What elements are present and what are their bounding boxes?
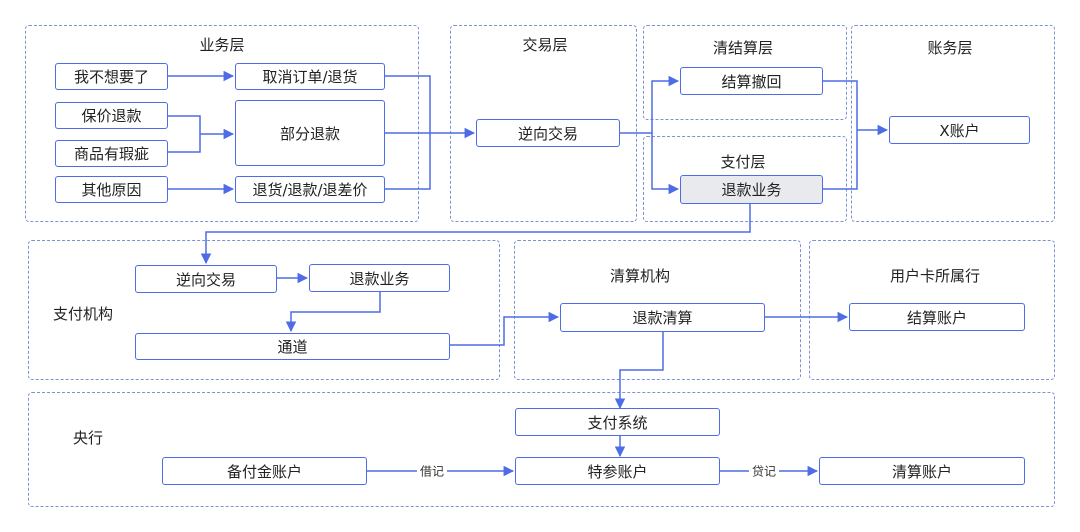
region-clearing — [643, 25, 847, 120]
node-other-reason[interactable]: 其他原因 — [55, 176, 168, 203]
edge-clearing-to-payment-system — [614, 332, 664, 410]
edge-reverse-to-refund — [651, 133, 680, 195]
node-pi-reverse-trade[interactable]: 逆向交易 — [135, 265, 277, 293]
accounting-layer-label: 账务层 — [927, 39, 973, 57]
node-reverse-trade[interactable]: 逆向交易 — [476, 119, 620, 147]
region-user-bank — [809, 240, 1055, 380]
edge-channel-to-clearing — [450, 311, 560, 346]
node-clearing-account[interactable]: 清算账户 — [819, 457, 1025, 485]
region-business — [25, 25, 419, 222]
clearing-institution-label: 清算机构 — [609, 267, 671, 285]
node-price-protect[interactable]: 保价退款 — [55, 102, 168, 129]
node-return-refund-diff[interactable]: 退货/退款/退差价 — [235, 176, 385, 203]
node-refund-business[interactable]: 退款业务 — [680, 175, 823, 204]
region-clearing-institution — [514, 240, 801, 380]
node-payment-system[interactable]: 支付系统 — [515, 408, 720, 436]
region-pay-institution — [28, 240, 500, 380]
debit-label: 借记 — [416, 462, 448, 480]
node-partial-refund[interactable]: 部分退款 — [235, 100, 385, 166]
node-settle-revoke[interactable]: 结算撤回 — [680, 67, 823, 95]
credit-label: 贷记 — [748, 462, 780, 480]
region-central-bank — [28, 392, 1055, 507]
edge-settle-to-x — [823, 80, 858, 190]
node-settle-account[interactable]: 结算账户 — [849, 303, 1025, 331]
node-refund-clearing[interactable]: 退款清算 — [560, 303, 765, 332]
central-bank-label: 央行 — [73, 429, 104, 447]
edge-pi-refund-to-channel — [285, 292, 381, 333]
node-dont-want[interactable]: 我不想要了 — [55, 63, 168, 90]
node-reserve-account[interactable]: 备付金账户 — [162, 457, 367, 485]
user-bank-label: 用户卡所属行 — [889, 267, 981, 285]
region-payment — [643, 136, 847, 222]
payment-layer-label: 支付层 — [720, 153, 766, 171]
node-channel[interactable]: 通道 — [135, 333, 450, 360]
clearing-layer-label: 清结算层 — [712, 39, 774, 57]
node-x-account[interactable]: X账户 — [889, 116, 1030, 144]
node-special-account[interactable]: 特参账户 — [515, 457, 720, 485]
node-pi-refund-business[interactable]: 退款业务 — [309, 264, 450, 292]
pay-institution-label: 支付机构 — [53, 305, 114, 323]
node-cancel-return[interactable]: 取消订单/退货 — [235, 63, 385, 90]
edge-reverse-to-settle — [620, 75, 680, 134]
region-trade — [450, 25, 637, 222]
edge-refund-to-pi — [200, 204, 751, 265]
trade-layer-label: 交易层 — [522, 36, 568, 54]
node-defective[interactable]: 商品有瑕疵 — [55, 140, 168, 167]
region-accounting — [851, 25, 1055, 222]
business-layer-label: 业务层 — [199, 36, 245, 54]
edge-price-protect-merge — [168, 115, 201, 153]
